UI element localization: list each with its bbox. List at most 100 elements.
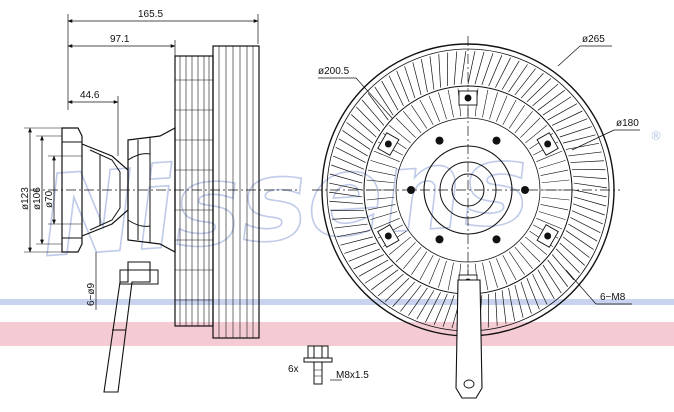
fan-fin (429, 56, 435, 90)
fan-fin (420, 59, 428, 93)
fan-fin (547, 103, 578, 121)
fan-fin (542, 264, 562, 294)
fan-fin (351, 114, 377, 138)
band-blue (0, 299, 674, 305)
body-rib (541, 179, 570, 184)
band-pink (0, 322, 674, 346)
body-rib (367, 204, 396, 211)
fan-fin (495, 57, 511, 88)
fan-fin (573, 196, 607, 207)
body-rib (438, 92, 447, 120)
fan-fin (537, 89, 565, 111)
body-rib (496, 258, 508, 285)
fan-fin (438, 54, 441, 88)
body-rib (525, 125, 548, 144)
fan-fin (488, 55, 503, 87)
fan-fin (396, 70, 410, 102)
body-rib (428, 95, 440, 122)
fan-fin (377, 273, 404, 297)
body-rib (428, 258, 440, 285)
fan-fin (562, 134, 596, 144)
fan-fin (514, 68, 536, 96)
body-rib (514, 110, 533, 133)
body-rib (403, 110, 422, 133)
fan-fin (433, 293, 448, 325)
hub-ring (423, 145, 513, 235)
fan-fin (442, 294, 455, 327)
fan-fin (551, 110, 583, 126)
body-rib (525, 236, 548, 255)
fan-fin (353, 254, 385, 270)
fan-fin (342, 130, 371, 150)
body-rib (388, 125, 411, 144)
fan-fin (344, 242, 377, 254)
mounting-hole (521, 186, 529, 194)
fan-fin (335, 147, 366, 163)
fan-fin (532, 83, 559, 107)
fan-fin (338, 138, 368, 157)
body-rib (411, 251, 428, 275)
side-view (24, 14, 300, 393)
dim-dia-mid: ø106 (32, 187, 43, 210)
fan-fin (508, 287, 516, 321)
body-rib (520, 117, 541, 138)
body-rib (373, 218, 400, 230)
fan-fin (559, 126, 592, 138)
fan-fin (526, 278, 540, 310)
mounting-hole (435, 136, 444, 145)
body-rib (419, 255, 434, 281)
body-rib (489, 260, 498, 288)
watermark-logo: Nissens (37, 119, 533, 283)
threaded-hole (384, 232, 392, 240)
watermark-registered-mark: ® (650, 129, 662, 143)
dim-dia-inner: ø70 (44, 190, 55, 208)
fan-fin (381, 80, 399, 111)
fan-fin (565, 142, 599, 150)
body-rib (538, 211, 566, 220)
fan-fin (572, 203, 605, 216)
fan-fin (565, 230, 594, 250)
fan-fin (556, 118, 588, 132)
fan-fin (481, 53, 494, 86)
fan-fin (571, 210, 603, 225)
dim-threads: 6−M8 (600, 292, 626, 303)
fan-fin (547, 259, 569, 287)
body-rib (388, 236, 411, 255)
fan-fin (408, 287, 428, 316)
fan-fin (356, 106, 381, 132)
fan-fin (568, 151, 602, 157)
mounting-hole (407, 186, 415, 194)
fan-fin (568, 223, 598, 242)
body-rib (540, 169, 569, 176)
fan-fin (573, 175, 607, 180)
fan-fin (532, 273, 548, 305)
dim-flange-length: 44.6 (80, 90, 100, 101)
fan-fin (328, 191, 363, 198)
bolt-head (307, 345, 329, 359)
fan-fin (346, 122, 374, 144)
fan-fin (404, 66, 416, 99)
dim-hub-length: 97.1 (110, 34, 130, 45)
fan-fin (388, 75, 404, 107)
threaded-hole (544, 140, 552, 148)
threaded-hole (384, 140, 392, 148)
body-rib (502, 99, 517, 125)
body-rib (482, 89, 489, 118)
mounting-hole (492, 235, 501, 244)
sensor-cable (103, 261, 151, 393)
fan-fin (392, 281, 416, 307)
body-rib (370, 211, 398, 220)
body-rib (536, 218, 563, 230)
bolt-detail (303, 345, 342, 385)
body-rib (502, 255, 517, 281)
fan-fin (364, 264, 394, 284)
fan-fin (555, 248, 580, 274)
fan-fin (514, 284, 524, 318)
threaded-hole (464, 94, 472, 102)
body-rib (540, 204, 569, 211)
body-rib (370, 160, 398, 169)
body-rib (508, 251, 525, 275)
fan-fin (508, 64, 528, 93)
fan-fin (526, 78, 552, 103)
